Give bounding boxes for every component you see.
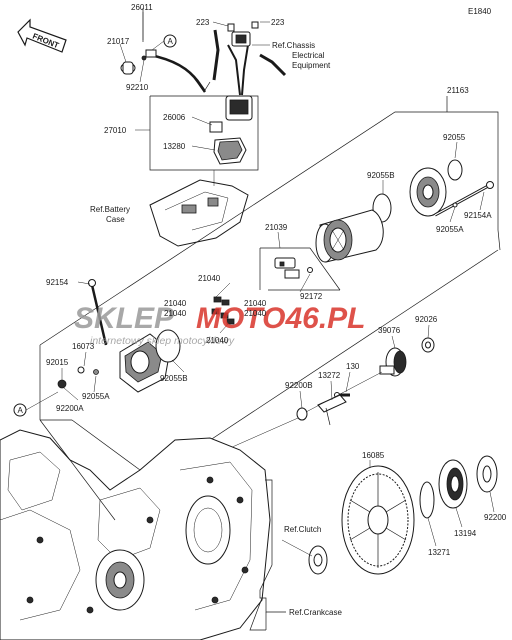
label-92055: 92055 <box>443 133 466 142</box>
label-21040-e: 21040 <box>244 309 267 318</box>
label-223-a: 223 <box>196 18 210 27</box>
label-92055a-top: 92055A <box>436 225 464 234</box>
watermark-brand-right: MOTO46.PL <box>196 302 365 335</box>
label-21040-c: 21040 <box>244 299 267 308</box>
relay-box-27010 <box>149 95 259 171</box>
battery-case <box>149 170 249 247</box>
label-92055b-low: 92055B <box>160 374 188 383</box>
ref-clutch: Ref.Clutch <box>284 525 321 534</box>
ref-chassis-3: Equipment <box>292 61 331 70</box>
label-92015: 92015 <box>46 358 69 367</box>
label-21163: 21163 <box>447 86 469 95</box>
reference-leaders <box>249 479 313 631</box>
engine-crankcase <box>0 419 271 640</box>
ref-chassis-2: Electrical <box>292 51 325 60</box>
label-13280: 13280 <box>163 142 186 151</box>
label-26006: 26006 <box>163 113 186 122</box>
watermark: SKLEP MOTO46.PL internetowy sklep motocy… <box>74 302 365 347</box>
label-21040-d: 21040 <box>164 309 187 318</box>
label-26011: 26011 <box>131 3 153 12</box>
ref-battery-2: Case <box>106 215 125 224</box>
label-16073: 16073 <box>72 342 95 351</box>
label-21017: 21017 <box>107 37 130 46</box>
label-13194: 13194 <box>454 529 477 538</box>
label-92154a: 92154A <box>464 211 492 220</box>
label-21040-b: 21040 <box>164 299 187 308</box>
label-27010: 27010 <box>104 126 127 135</box>
callout-a-top: A <box>168 37 174 46</box>
label-92172: 92172 <box>300 292 323 301</box>
label-223-b: 223 <box>271 18 285 27</box>
label-13271: 13271 <box>428 548 451 557</box>
svg-text:A: A <box>18 406 24 415</box>
label-leaders <box>61 12 495 547</box>
label-39076: 39076 <box>378 326 401 335</box>
front-arrow-icon: FRONT <box>17 18 67 53</box>
label-92026: 92026 <box>415 315 438 324</box>
label-92210: 92210 <box>126 83 149 92</box>
diagram-code: E1840 <box>468 7 492 16</box>
label-21040-f: 21040 <box>206 336 229 345</box>
ref-crankcase: Ref.Crankcase <box>289 608 342 617</box>
label-92154: 92154 <box>46 278 69 287</box>
label-130: 130 <box>346 362 360 371</box>
label-92055b-top: 92055B <box>367 171 395 180</box>
ref-battery-1: Ref.Battery <box>90 205 130 214</box>
starter-motor-frame <box>39 96 501 461</box>
watermark-brand-left: SKLEP <box>74 302 175 335</box>
starter-cable-group: A <box>120 8 287 121</box>
label-92055a-low: 92055A <box>82 392 110 401</box>
callout-marker-a-low: A <box>13 391 59 417</box>
label-21039: 21039 <box>265 223 288 232</box>
label-16085: 16085 <box>362 451 385 460</box>
label-21040-a: 21040 <box>198 274 221 283</box>
watermark-tagline: internetowy sklep motocyklowy <box>90 335 235 347</box>
label-13272: 13272 <box>318 371 341 380</box>
part-labels: 26011 21017 92210 223 223 Ref.Chassis El… <box>46 3 507 617</box>
starter-gear-group <box>229 337 498 575</box>
label-92200a: 92200A <box>56 404 84 413</box>
ref-chassis-1: Ref.Chassis <box>272 41 315 50</box>
starter-motor-parts <box>57 159 494 393</box>
label-92200b: 92200B <box>285 381 313 390</box>
label-92200: 92200 <box>484 513 507 522</box>
